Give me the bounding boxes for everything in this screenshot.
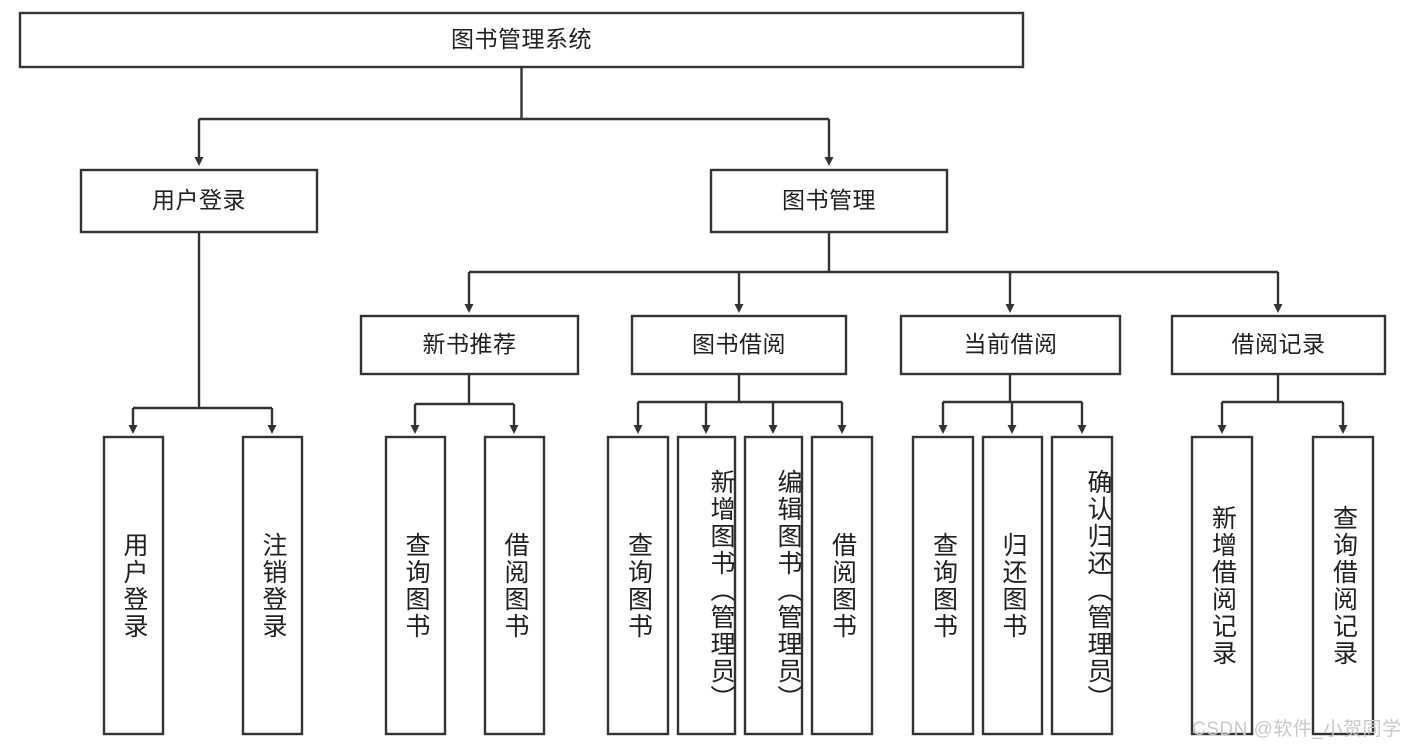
csdn-watermark: CSDN @软件_小贺同学 [1192, 719, 1402, 740]
connector-group-root [194, 67, 834, 166]
connector-group-book-borrow [633, 374, 847, 434]
node-box-leaf-query-book-3[interactable] [911, 435, 975, 736]
connector-group-borrow-record [1217, 374, 1348, 434]
node-box-leaf-query-book-2[interactable] [606, 435, 670, 736]
node-box-leaf-add-record[interactable] [1190, 435, 1254, 736]
node-box-user-login[interactable] [79, 168, 319, 234]
node-box-current-borrow[interactable] [899, 314, 1122, 376]
connector-group-book-manage [464, 232, 1283, 313]
node-box-leaf-return-book[interactable] [981, 435, 1044, 736]
node-box-new-book-rec[interactable] [359, 314, 580, 376]
node-box-leaf-query-record[interactable] [1311, 435, 1375, 736]
connector-group-new-book-rec [410, 374, 519, 434]
node-box-book-manage[interactable] [709, 168, 949, 234]
node-box-book-borrow[interactable] [630, 314, 848, 376]
node-box-leaf-query-book-1[interactable] [384, 435, 447, 736]
node-box-leaf-add-book[interactable] [676, 435, 737, 736]
node-box-leaf-borrow-book-1[interactable] [483, 435, 546, 736]
node-box-root[interactable] [18, 11, 1025, 69]
node-box-leaf-user-login[interactable] [102, 435, 165, 736]
connector-group-current-borrow [938, 374, 1087, 434]
node-box-leaf-user-logout[interactable] [241, 435, 304, 736]
node-box-leaf-edit-book[interactable] [743, 435, 804, 736]
node-box-borrow-record[interactable] [1170, 314, 1387, 376]
node-box-leaf-confirm-return[interactable] [1050, 435, 1114, 736]
node-box-leaf-borrow-book-2[interactable] [810, 435, 874, 736]
connector-group-user-login [128, 232, 277, 434]
